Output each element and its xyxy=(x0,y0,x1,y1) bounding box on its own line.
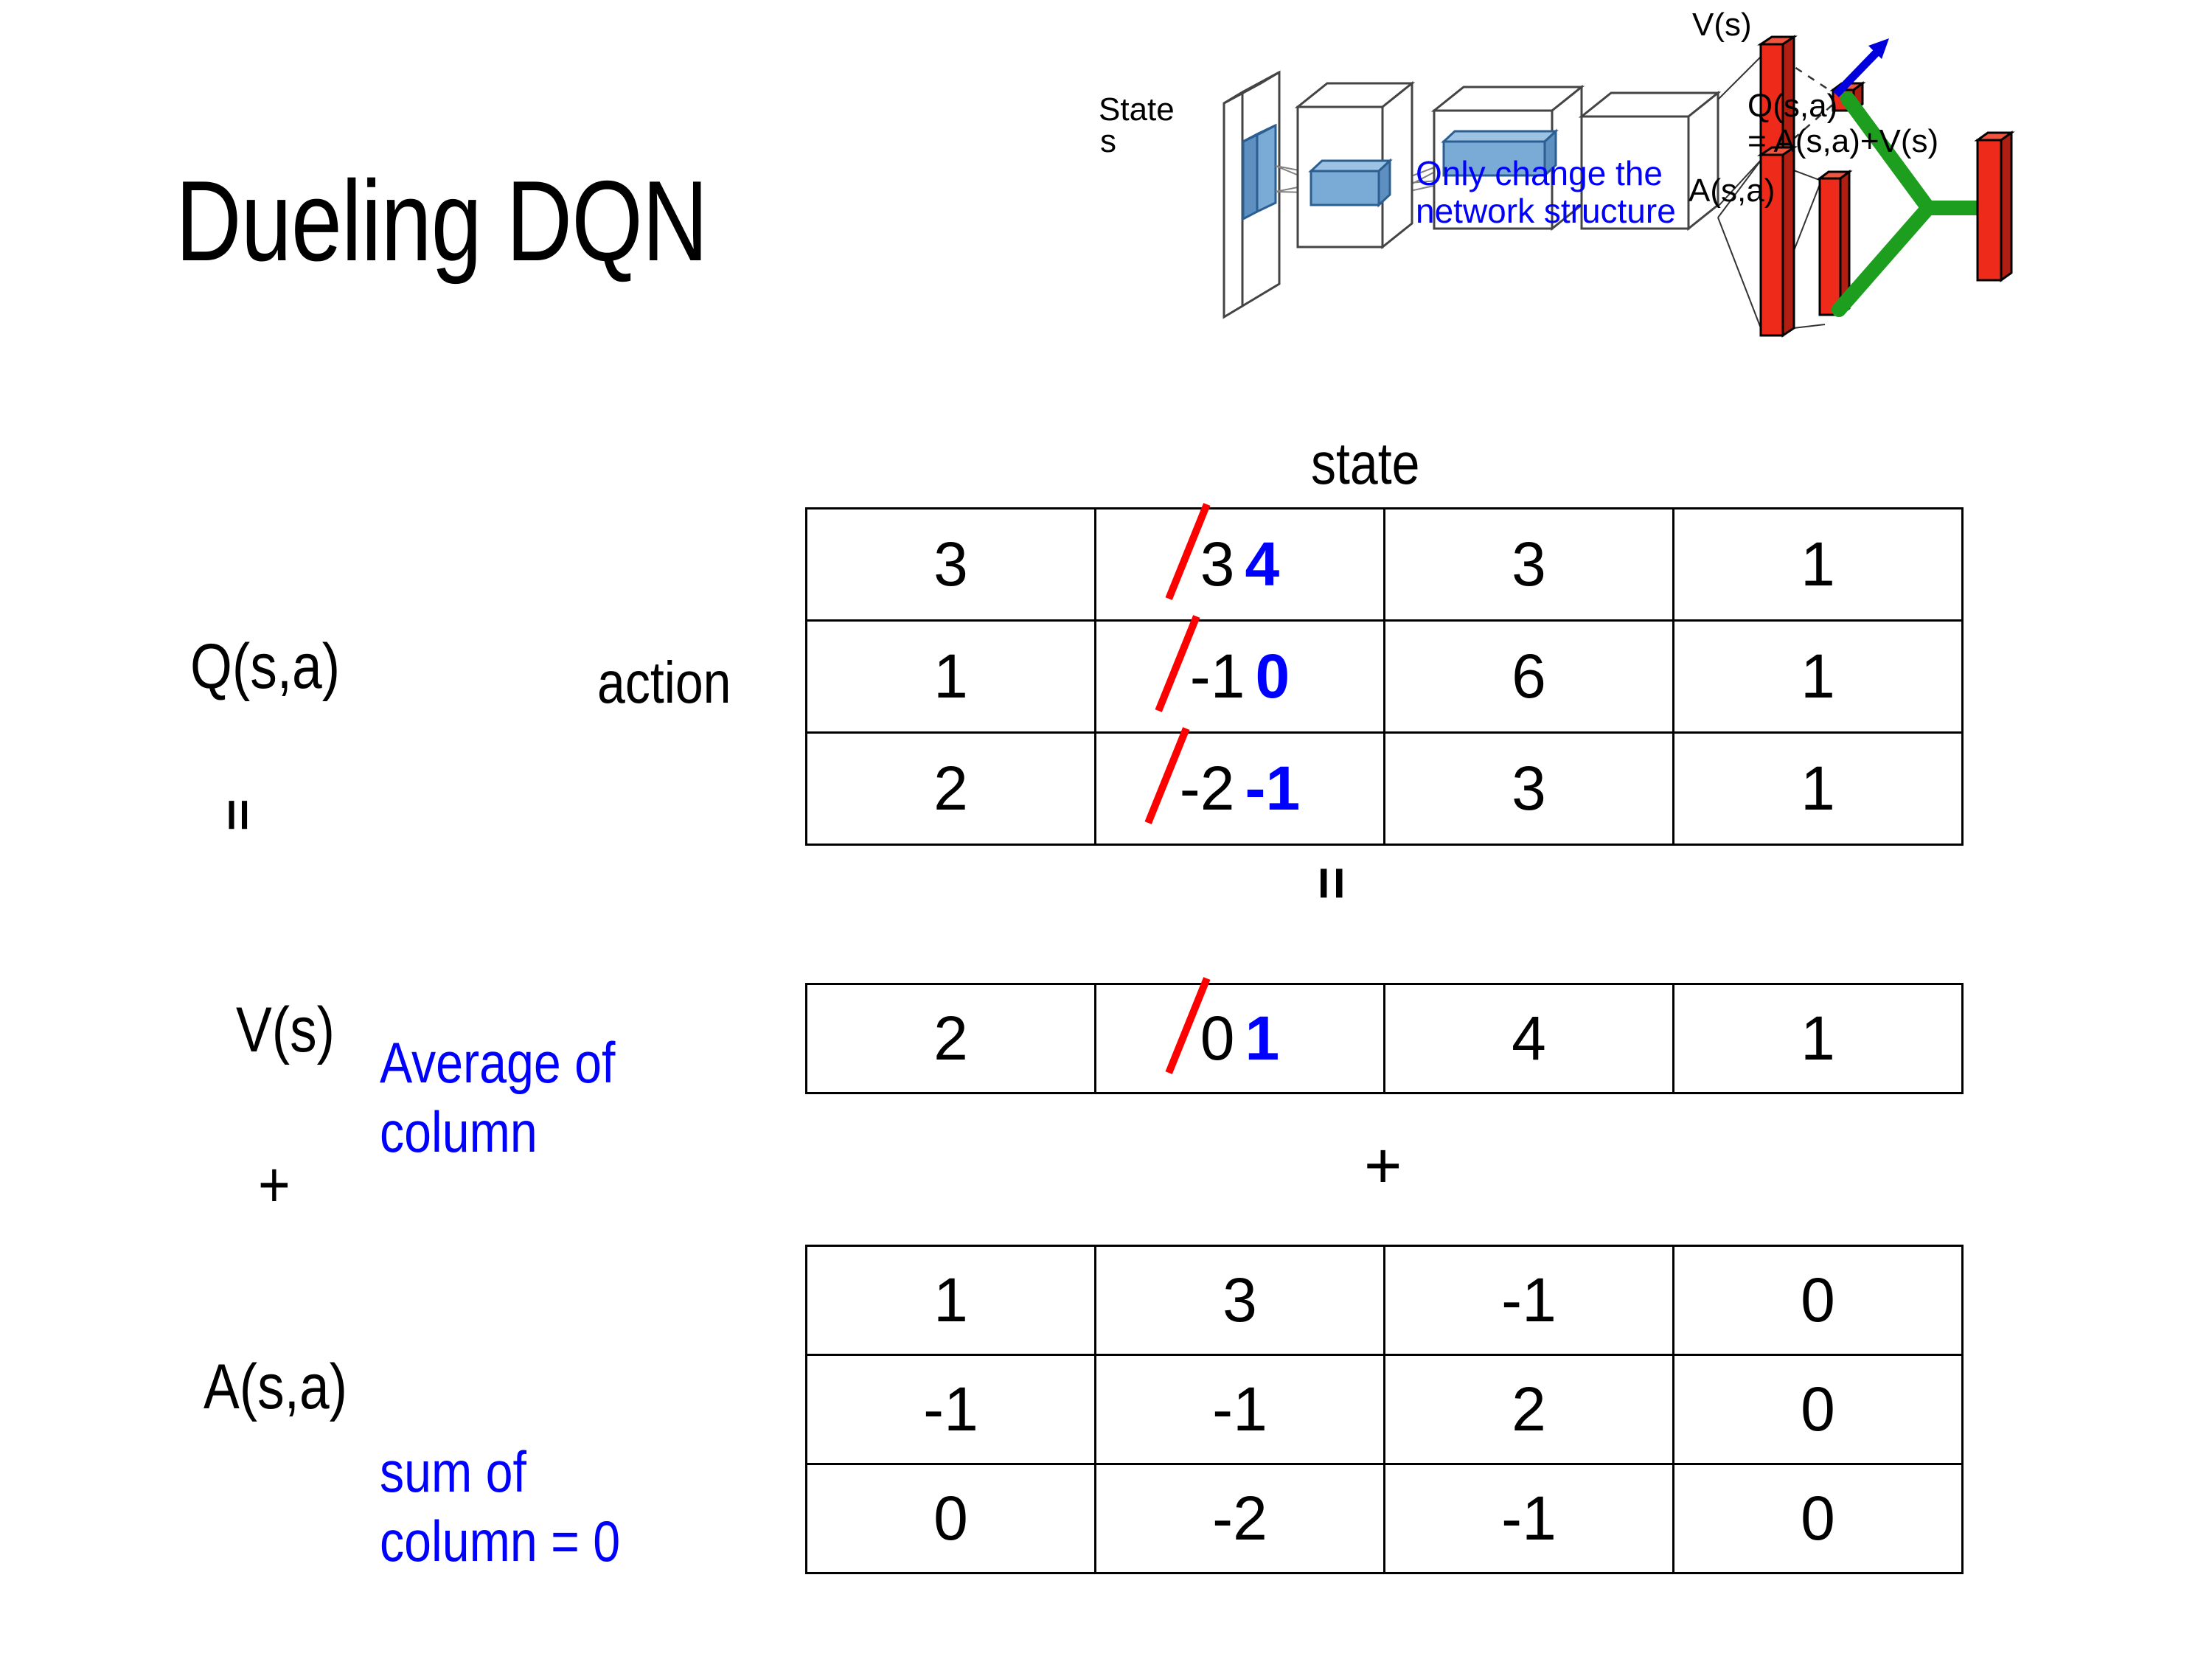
state-axis-label: state xyxy=(1311,431,1420,496)
v-function-label: V(s) xyxy=(236,995,335,1065)
table-row: 2 -2 -1 3 1 xyxy=(805,727,1964,846)
old-value: 3 xyxy=(1200,529,1235,599)
dueling-network-diagram: State s Only change the network structur… xyxy=(1099,7,2205,420)
page-title: Dueling DQN xyxy=(175,157,709,285)
diagram-v-output-label: V(s) xyxy=(1692,7,1752,43)
a-cell-r2c0: 0 xyxy=(805,1463,1096,1574)
a-function-label: A(s,a) xyxy=(204,1352,347,1422)
q-cell-r1c2: 6 xyxy=(1383,619,1674,734)
new-value: 1 xyxy=(1245,1004,1280,1073)
a-cell-r1c1: -1 xyxy=(1094,1354,1385,1465)
diagram-q-output-label: Q(s,a) = A(s,a)+V(s) xyxy=(1747,88,1939,160)
q-value-table: 3 3 4 3 1 1 -1 0 xyxy=(805,503,1964,846)
v-cell-c3: 1 xyxy=(1672,983,1964,1094)
q-cell-r0c2: 3 xyxy=(1383,507,1674,622)
average-of-column-note: Average of column xyxy=(380,1030,616,1164)
a-cell-r2c3: 0 xyxy=(1672,1463,1964,1574)
old-value: -2 xyxy=(1179,754,1235,823)
equals-sign-mid: = xyxy=(1300,866,1365,900)
v-cell-c1: 0 1 xyxy=(1094,977,1385,1094)
a-cell-r1c0: -1 xyxy=(805,1354,1096,1465)
table-row: 2 0 1 4 1 xyxy=(805,977,1964,1094)
diagram-state-label: State xyxy=(1099,91,1175,128)
a-cell-r1c3: 0 xyxy=(1672,1354,1964,1465)
v-table-body: 2 0 1 4 1 xyxy=(805,977,1964,1094)
q-cell-r0c0: 3 xyxy=(805,507,1096,622)
equals-sign-left: = xyxy=(211,799,265,832)
table-row: 1 3 -1 0 xyxy=(805,1245,1964,1356)
q-cell-r2c1: -2 -1 xyxy=(1094,727,1385,846)
action-axis-label: action xyxy=(597,650,731,715)
table-row: 1 -1 0 6 1 xyxy=(805,615,1964,734)
q-cell-r2c2: 3 xyxy=(1383,731,1674,846)
a-cell-r2c2: -1 xyxy=(1383,1463,1674,1574)
edited-cell: -1 0 xyxy=(1155,615,1290,712)
network-diagram-svg xyxy=(1222,35,2015,338)
q-cell-r0c3: 1 xyxy=(1672,507,1964,622)
old-value: -1 xyxy=(1189,641,1245,711)
a-cell-r0c2: -1 xyxy=(1383,1245,1674,1356)
a-cell-r0c1: 3 xyxy=(1094,1245,1385,1356)
q-table-body: 3 3 4 3 1 1 -1 0 xyxy=(805,503,1964,846)
q-function-label: Q(s,a) xyxy=(190,631,341,702)
edited-cell: 3 4 xyxy=(1165,503,1280,600)
a-cell-r2c1: -2 xyxy=(1094,1463,1385,1574)
q-cell-r1c3: 1 xyxy=(1672,619,1964,734)
q-cell-r2c0: 2 xyxy=(805,731,1096,846)
v-cell-c0: 2 xyxy=(805,983,1096,1094)
q-cell-r1c0: 1 xyxy=(805,619,1096,734)
table-row: -1 -1 2 0 xyxy=(805,1354,1964,1465)
edited-cell: -2 -1 xyxy=(1144,727,1301,824)
new-value: -1 xyxy=(1245,754,1301,823)
table-row: 0 -2 -1 0 xyxy=(805,1463,1964,1574)
v-cell-c2: 4 xyxy=(1383,983,1674,1094)
plus-sign-left: + xyxy=(258,1148,291,1221)
a-cell-r0c3: 0 xyxy=(1672,1245,1964,1356)
new-value: 0 xyxy=(1255,641,1290,711)
a-cell-r0c0: 1 xyxy=(805,1245,1096,1356)
old-value: 0 xyxy=(1200,1004,1235,1073)
plus-sign-mid: + xyxy=(1364,1129,1402,1202)
a-cell-r1c2: 2 xyxy=(1383,1354,1674,1465)
q-cell-r2c3: 1 xyxy=(1672,731,1964,846)
table-row: 3 3 4 3 1 xyxy=(805,503,1964,622)
diagram-only-change-note: Only change the network structure xyxy=(1416,154,1676,230)
sum-of-column-note: sum of column = 0 xyxy=(380,1439,621,1573)
q-cell-r0c1: 3 4 xyxy=(1094,503,1385,622)
a-value-table: 1 3 -1 0 -1 -1 2 0 0 -2 -1 0 xyxy=(805,1245,1964,1574)
new-value: 4 xyxy=(1245,529,1280,599)
edited-cell: 0 1 xyxy=(1165,977,1280,1074)
q-cell-r1c1: -1 0 xyxy=(1094,615,1385,734)
a-table-body: 1 3 -1 0 -1 -1 2 0 0 -2 -1 0 xyxy=(805,1245,1964,1574)
diagram-a-output-label: A(s,a) xyxy=(1688,173,1775,209)
diagram-state-subscript: s xyxy=(1100,123,1116,159)
v-value-table: 2 0 1 4 1 xyxy=(805,977,1964,1094)
